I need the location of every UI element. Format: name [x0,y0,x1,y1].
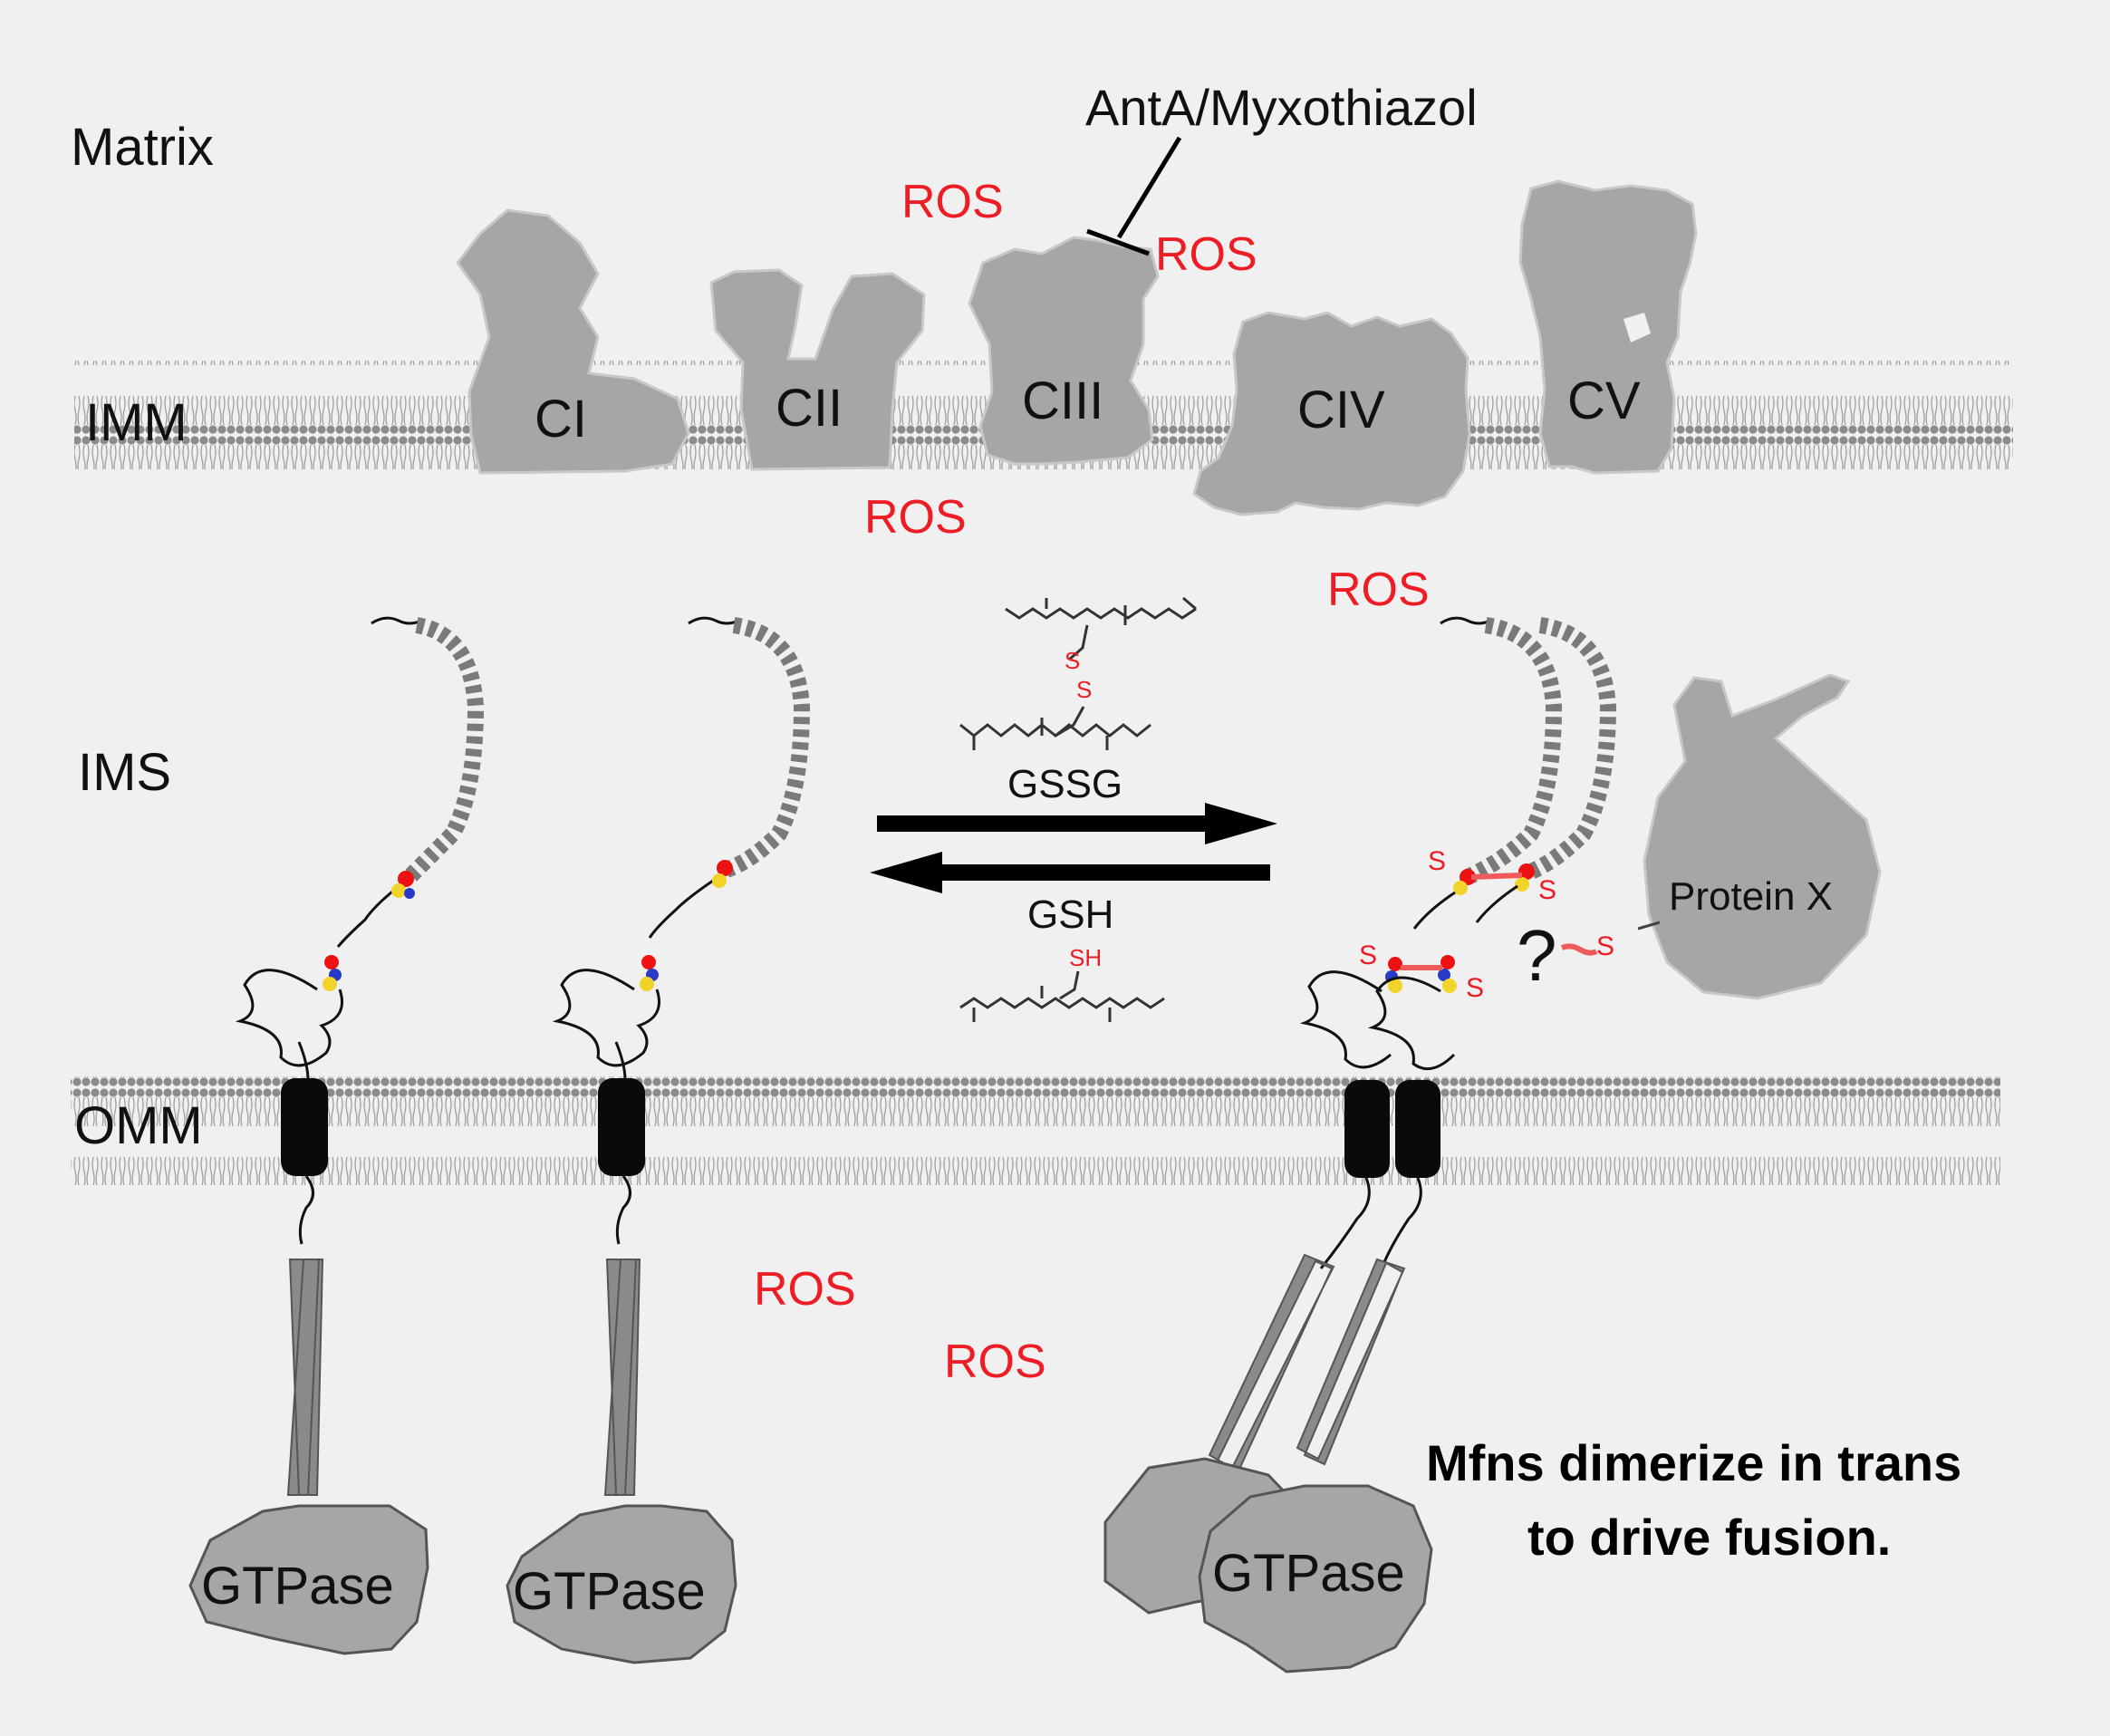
ims-label: IMS [78,743,171,802]
mitofusin-monomer-1: GTPase [188,616,485,1655]
sulfur-label: S [1466,973,1484,1003]
outer-membrane-bilayer [71,1076,2000,1185]
caption-line-1: Mfns dimerize in trans [1426,1434,1961,1491]
complex-iii-label: CIII [1022,371,1103,430]
complex-i-label: CI [535,390,587,448]
complex-ii: CII [709,268,926,471]
complex-iv-label: CIV [1297,381,1385,439]
complex-v-label: CV [1567,371,1641,430]
mitofusin-monomer-2: GTPase [506,616,811,1664]
inhibitor-label: AntA/Myxothiazol [1085,79,1478,136]
sulfur-label: S [1359,940,1377,970]
sulfur-label: S [1538,875,1556,905]
protein-x: Protein X S ? [1517,673,1882,1000]
sulfur-label: S [1065,647,1080,674]
matrix-label: Matrix [71,118,214,177]
complex-iv: CIV [1192,311,1471,516]
gsh-structure: SH [959,944,1165,1022]
ros-label: ROS [901,176,1004,228]
mitofusin-dimer: S S S S GTPase [1103,616,1617,1673]
ros-label: ROS [944,1336,1046,1388]
sulfur-label: S [1076,676,1092,703]
ros-label: ROS [754,1263,856,1316]
gtpase-label: GTPase [1212,1544,1405,1603]
omm-label: OMM [74,1096,203,1155]
ros-label: ROS [1155,228,1257,281]
protein-x-label: Protein X [1669,874,1833,919]
imm-label: IMM [85,393,188,452]
gssg-label: GSSG [1007,762,1122,806]
sulfur-label: S [1428,846,1446,876]
sulfur-label: SH [1069,944,1102,971]
complex-iii: CIII [968,236,1160,466]
complex-v: CV [1518,179,1698,475]
complex-ii-label: CII [776,379,843,438]
equilibrium-arrows [870,803,1277,893]
ros-label: ROS [864,491,967,544]
complex-i: CI [456,208,690,475]
question-mark: ? [1517,915,1557,996]
gtpase-label: GTPase [201,1557,394,1615]
ros-label: ROS [1327,564,1430,616]
gssg-structure: S S [959,596,1197,750]
inhibitor-annotation: AntA/Myxothiazol [1085,79,1478,256]
sulfur-label: S [1596,931,1614,961]
gtpase-label: GTPase [513,1562,706,1621]
caption-line-2: to drive fusion. [1527,1509,1891,1566]
gsh-label: GSH [1027,892,1113,937]
